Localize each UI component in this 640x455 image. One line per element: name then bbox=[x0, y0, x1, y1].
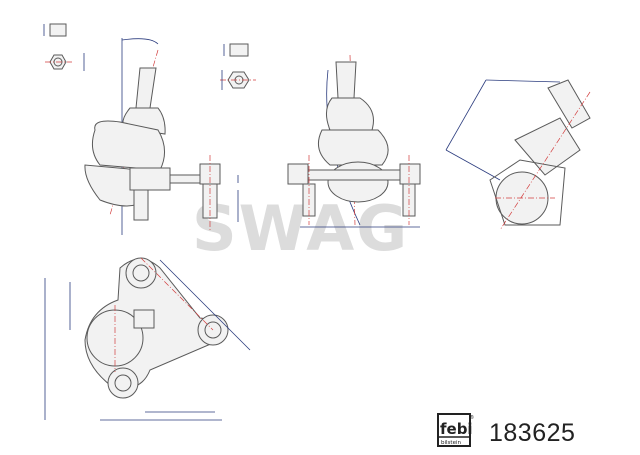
watermark: SWAG bbox=[192, 192, 409, 265]
ball-joint-front-view bbox=[287, 54, 421, 228]
febi-bilstein-logo: febi bilstein ® bbox=[437, 413, 474, 447]
nut-detail-middle bbox=[220, 43, 256, 90]
svg-text:®: ® bbox=[470, 414, 474, 421]
ball-joint-side-view bbox=[84, 38, 239, 235]
part-number: 183625 bbox=[489, 419, 576, 447]
nut-detail-left bbox=[43, 23, 85, 71]
ball-joint-top-view bbox=[44, 257, 251, 421]
svg-text:febi: febi bbox=[440, 420, 473, 438]
svg-text:bilstein: bilstein bbox=[441, 440, 461, 446]
ball-joint-section-view bbox=[445, 79, 591, 231]
